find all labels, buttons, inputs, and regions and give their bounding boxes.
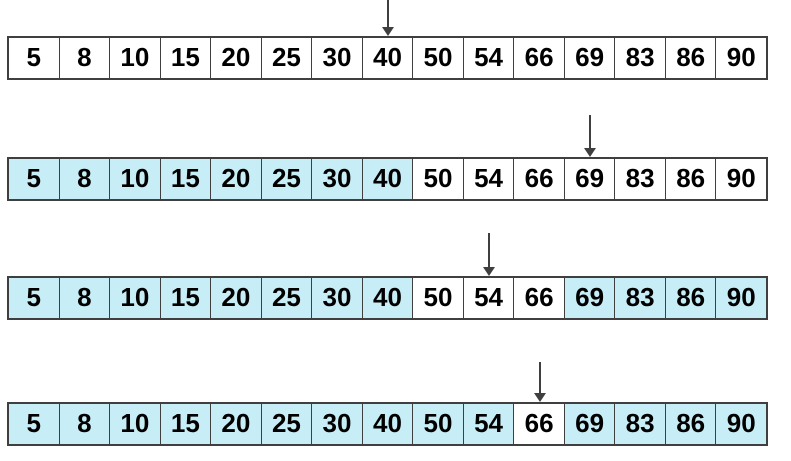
array-cell: 40	[362, 38, 414, 78]
array-cell: 15	[160, 159, 212, 199]
array-cell: 90	[716, 38, 766, 78]
array-cell: 15	[160, 404, 212, 444]
array-cell: 8	[59, 278, 111, 318]
array-cell: 86	[665, 159, 717, 199]
array-cell: 10	[110, 159, 161, 199]
array-cell: 30	[312, 159, 363, 199]
array-cell: 25	[261, 159, 313, 199]
array-cell: 5	[9, 159, 60, 199]
down-arrow-icon	[381, 0, 394, 36]
array-cell: 40	[362, 278, 414, 318]
array-cell: 25	[261, 278, 313, 318]
array-cell: 90	[716, 278, 766, 318]
arrow-line	[386, 0, 389, 27]
array-cell: 86	[665, 38, 717, 78]
array-cell: 8	[59, 159, 111, 199]
array-cell: 10	[110, 278, 161, 318]
array-cell: 69	[564, 278, 616, 318]
array-cell: 83	[615, 159, 666, 199]
array-cell: 69	[564, 404, 616, 444]
array-cell: 54	[463, 38, 515, 78]
array-cell: 66	[514, 278, 565, 318]
array-cell: 50	[413, 404, 464, 444]
array-cell: 30	[312, 38, 363, 78]
array-cell: 20	[211, 404, 262, 444]
array-cell: 40	[362, 159, 414, 199]
array-cell: 54	[463, 159, 515, 199]
array-cell: 66	[514, 404, 565, 444]
arrow-head	[482, 267, 495, 276]
array-cell: 83	[615, 404, 666, 444]
arrow-head	[381, 27, 394, 36]
array-cell: 50	[413, 278, 464, 318]
arrow-head	[533, 393, 546, 402]
down-arrow-icon	[584, 115, 597, 157]
array-cell: 15	[160, 38, 212, 78]
array-cell: 5	[9, 404, 60, 444]
array-cell: 50	[413, 159, 464, 199]
array-cell: 83	[615, 38, 666, 78]
array-cell: 8	[59, 404, 111, 444]
array-cell: 10	[110, 404, 161, 444]
array-cell: 40	[362, 404, 414, 444]
array-cell: 66	[514, 159, 565, 199]
array-cell: 66	[514, 38, 565, 78]
array-cell: 25	[261, 404, 313, 444]
array-cell: 83	[615, 278, 666, 318]
array-cell: 15	[160, 278, 212, 318]
array-cell: 50	[413, 38, 464, 78]
array-cell: 86	[665, 278, 717, 318]
arrow-line	[538, 362, 541, 393]
array-cell: 54	[463, 404, 515, 444]
array-cell: 20	[211, 159, 262, 199]
array-cell: 69	[564, 159, 616, 199]
arrow-head	[584, 148, 597, 157]
array-cell: 69	[564, 38, 616, 78]
array-cell: 5	[9, 278, 60, 318]
array-cell: 90	[716, 404, 766, 444]
array-cell: 30	[312, 404, 363, 444]
down-arrow-icon	[533, 362, 546, 402]
arrow-line	[589, 115, 592, 148]
array-cell: 54	[463, 278, 515, 318]
array-cell: 8	[59, 38, 111, 78]
array-cell: 20	[211, 278, 262, 318]
array-cell: 25	[261, 38, 313, 78]
arrow-line	[487, 233, 490, 267]
array-cell: 5	[9, 38, 60, 78]
array-cell: 10	[110, 38, 161, 78]
array-cell: 90	[716, 159, 766, 199]
array-cell: 86	[665, 404, 717, 444]
array-cell: 20	[211, 38, 262, 78]
array-cell: 30	[312, 278, 363, 318]
down-arrow-icon	[482, 233, 495, 276]
